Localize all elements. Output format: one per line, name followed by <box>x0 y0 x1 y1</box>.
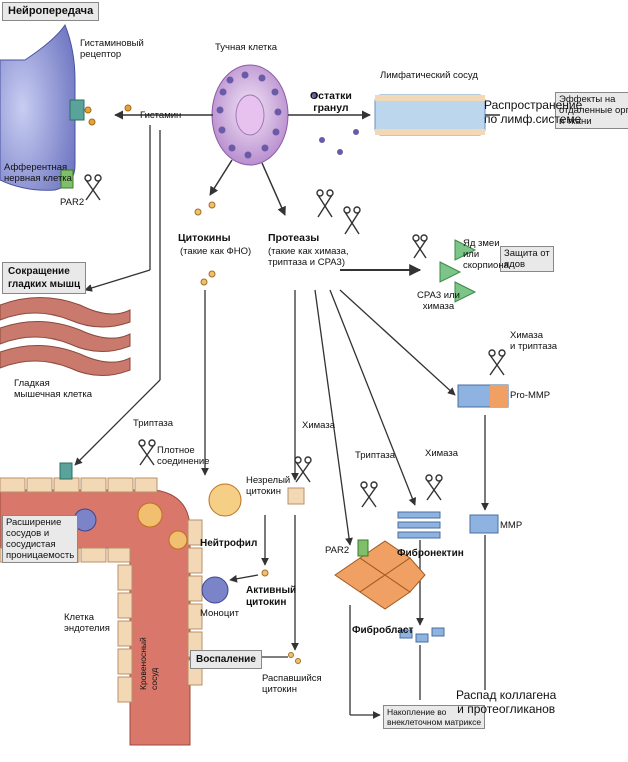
tryptase-left-label: Триптаза <box>133 418 174 429</box>
tryptase-right-label: Триптаза <box>355 450 396 461</box>
monocyte-label: Моноцит <box>200 608 239 619</box>
endothelial-cell-label: Клетка эндотелия <box>64 612 110 634</box>
afferent-nerve-label: Афферентная нервная клетка <box>4 162 72 184</box>
histamine-label: Гистамин <box>140 110 182 121</box>
mast-cell-granules <box>216 71 282 159</box>
monocyte-shape <box>201 576 229 604</box>
active-cytokine-dot <box>261 569 269 577</box>
blood-vessel-label: Кровеносный сосуд <box>138 637 159 690</box>
histamine-receptor-label: Гистаминовый рецептор <box>80 38 144 60</box>
neutrophil-shape <box>208 483 242 517</box>
mast-cell-nucleus <box>235 94 265 136</box>
fibronectin-fragments <box>399 627 445 643</box>
immature-cytokine-label: Незрелый цитокин <box>246 475 291 497</box>
chymase-tryptase-label: Химаза и триптаза <box>510 330 558 352</box>
chymase-right-label: Химаза <box>425 448 458 459</box>
vessel-receptor-icon <box>59 462 73 480</box>
mmp-shape <box>469 514 499 534</box>
mmp-label: MMP <box>500 520 523 531</box>
fibronectin-label: Фибронектин <box>397 548 464 559</box>
degraded-cytokine-label: Распавшийся цитокин <box>262 673 322 695</box>
cytokines-sub-label: (такие как ФНО) <box>180 246 252 257</box>
inflammation-box: Воспаление <box>190 650 262 669</box>
proteases-sub-label: (такие как химаза, триптаза и CPA3) <box>268 246 349 268</box>
active-cytokine-label: Активный цитокин <box>246 585 297 608</box>
snake-venom-label: Яд змеи или скорпиона <box>463 238 509 271</box>
granule-remnant-dots <box>312 92 359 155</box>
venom-shape <box>439 239 477 303</box>
fibroblast-label: Фибробласт <box>352 625 414 636</box>
lymph-vessel-label: Лимфатический сосуд <box>380 70 478 81</box>
neurotransmission-box: Нейропередача <box>2 2 100 21</box>
tight-junction-label: Плотное соединение <box>157 445 210 467</box>
collagen-breakdown-label: Распад коллагена и протеогликанов <box>456 688 557 716</box>
vasodilation-box: Расширение сосудов и сосудистая проницае… <box>2 515 79 563</box>
cpa3-chymase-label: CPA3 или химаза <box>417 290 460 312</box>
smooth-muscle-cell-label: Гладкая мышечная клетка <box>14 378 92 400</box>
endothelium-cells <box>0 477 203 703</box>
degraded-cytokine-dots <box>288 652 301 664</box>
proteases-label: Протеазы <box>268 232 320 244</box>
ecm-accumulation-box: Накопление во внеклеточном матриксе <box>383 705 486 729</box>
granule-remnants-label: Остатки гранул <box>310 90 352 114</box>
fibronectin-shape <box>397 511 441 539</box>
fibroblast-shape <box>334 540 426 610</box>
afferent-nerve-shape <box>0 23 76 191</box>
smooth-muscle-shape <box>0 297 131 376</box>
neutrophil-in-vessel <box>137 502 188 550</box>
scissors-icon <box>84 174 506 508</box>
mast-cell-label: Тучная клетка <box>215 42 278 53</box>
pro-mmp-label: Pro-MMP <box>510 390 551 401</box>
par2-top-label: PAR2 <box>60 197 85 208</box>
immature-cytokine-shape <box>287 487 305 505</box>
smooth-contraction-box: Сокращение гладких мышц <box>2 262 87 294</box>
histamine-receptor-icon <box>69 99 85 121</box>
distant-effects-box: Эффекты на отдаленные органы и ткани <box>555 92 628 129</box>
par2-receptor-icon <box>60 169 74 189</box>
par2-bottom-label: PAR2 <box>325 545 350 556</box>
neutrophil-label: Нейтрофил <box>200 538 258 549</box>
venom-protection-box: Защита от ядов <box>500 246 554 272</box>
cytokines-label: Цитокины <box>178 232 231 244</box>
par2-fibroblast-icon <box>357 539 369 557</box>
lymph-spread-label: Распространение по лимф.системе <box>484 98 583 126</box>
chymase-mid-label: Химаза <box>302 420 335 431</box>
